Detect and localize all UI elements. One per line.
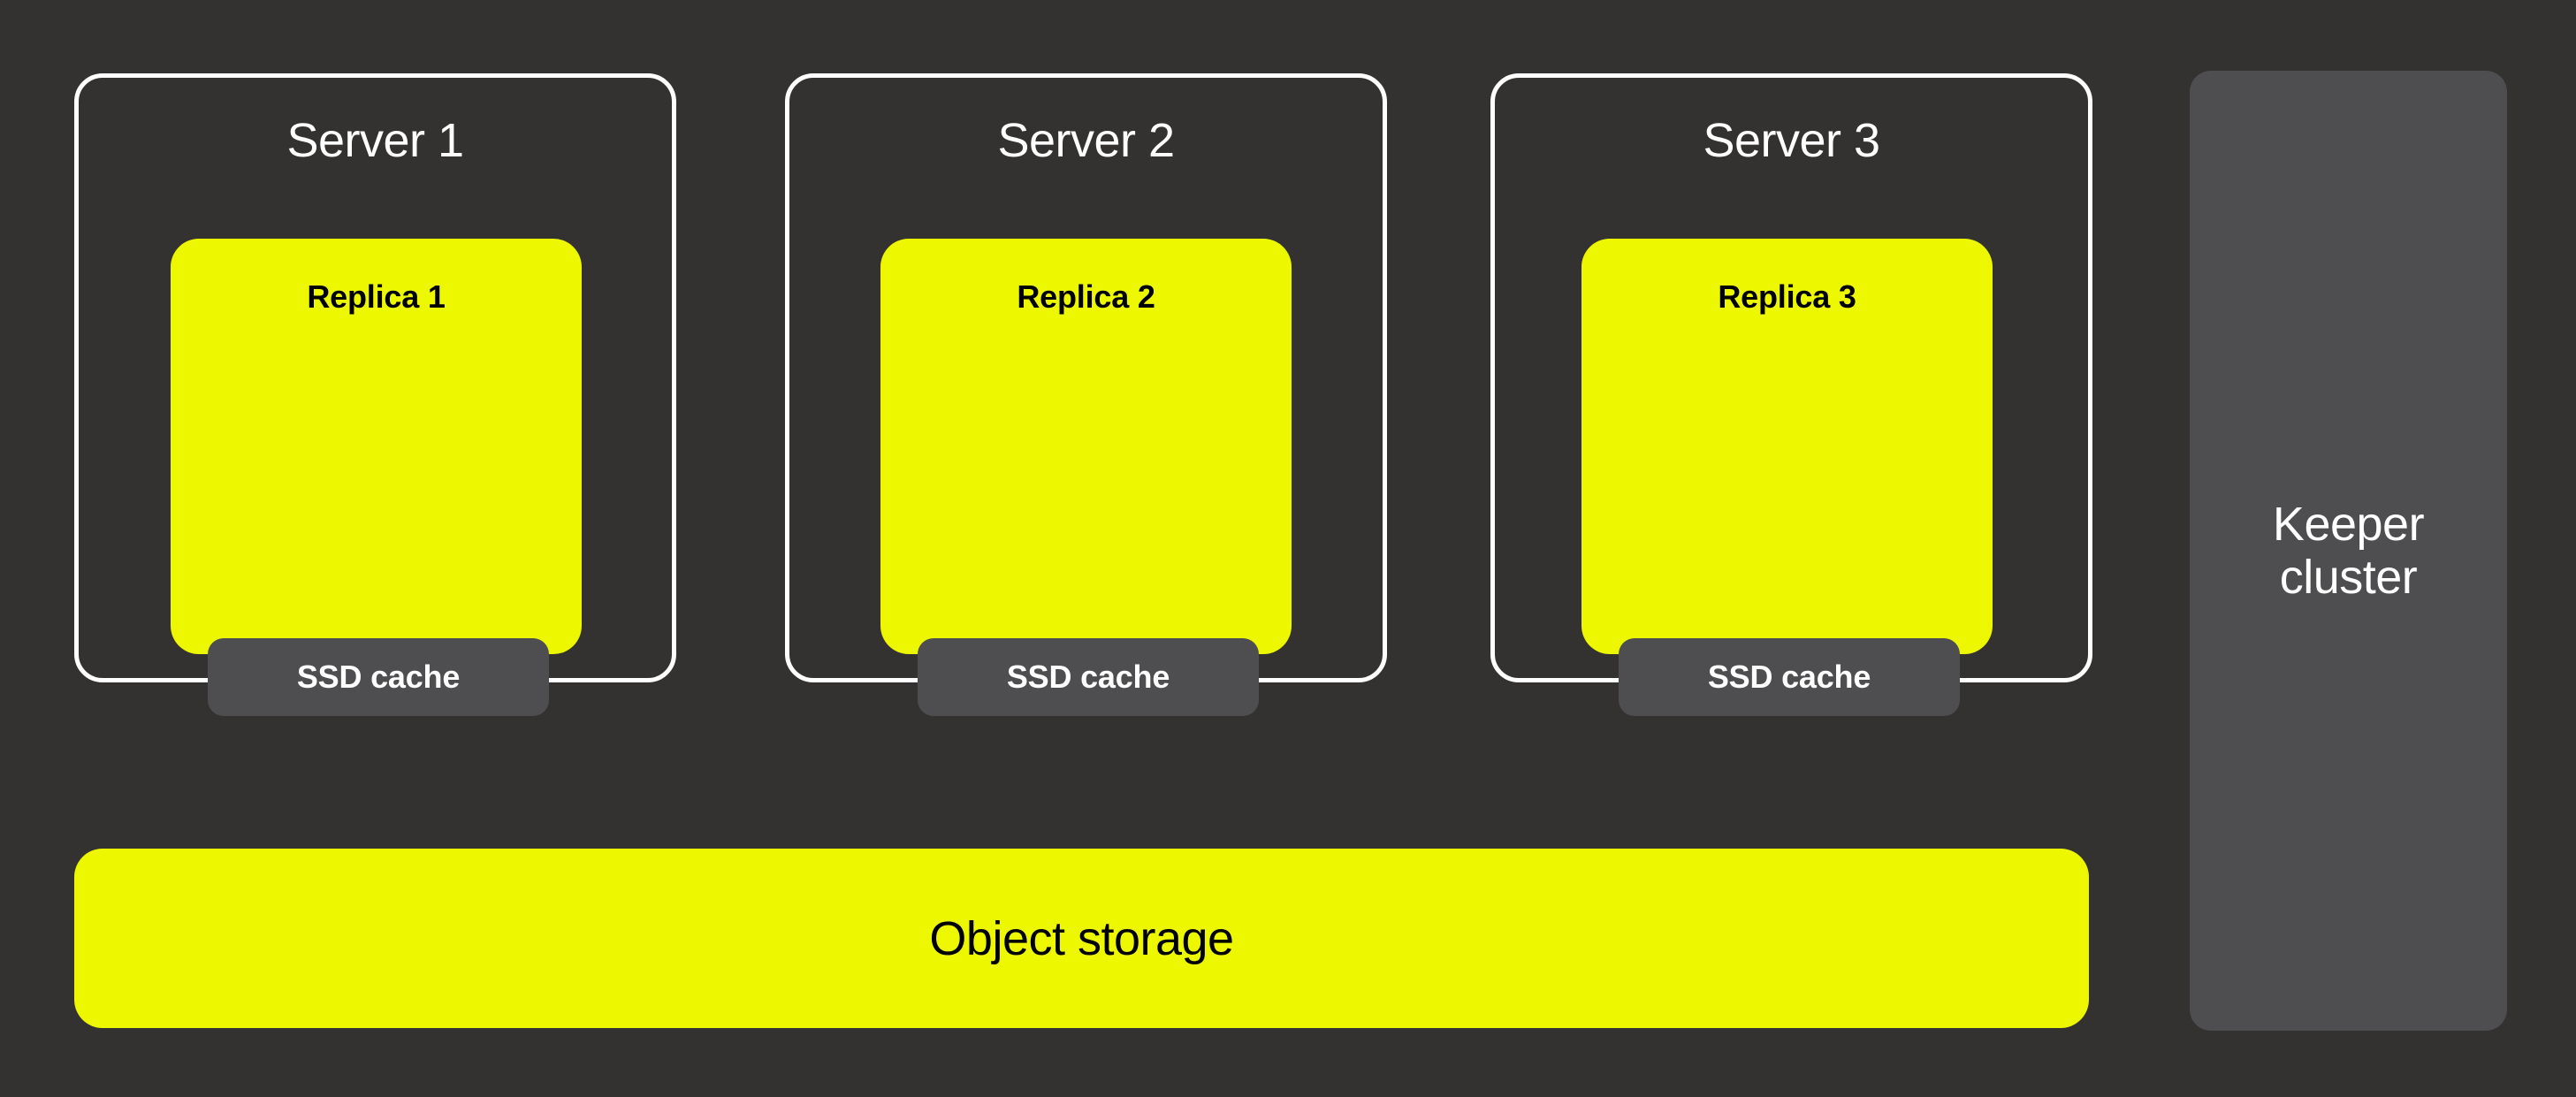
- object-storage-label: Object storage: [929, 911, 1234, 965]
- ssd-cache-3: SSD cache: [1619, 638, 1960, 716]
- replica-label-3: Replica 3: [1718, 278, 1856, 315]
- replica-box-1: Replica 1: [171, 239, 582, 654]
- ssd-cache-label-3: SSD cache: [1707, 659, 1871, 695]
- ssd-cache-label-1: SSD cache: [296, 659, 461, 695]
- ssd-cache-2: SSD cache: [918, 638, 1259, 716]
- server-title-1: Server 1: [286, 114, 464, 167]
- keeper-cluster-label: Keeper cluster: [2272, 497, 2425, 604]
- replica-box-3: Replica 3: [1581, 239, 1993, 654]
- ssd-cache-label-2: SSD cache: [1006, 659, 1170, 695]
- keeper-cluster-panel: Keeper cluster: [2190, 71, 2507, 1031]
- replica-box-2: Replica 2: [880, 239, 1292, 654]
- replica-label-2: Replica 2: [1017, 278, 1155, 315]
- replica-label-1: Replica 1: [307, 278, 446, 315]
- object-storage-bar: Object storage: [74, 849, 2089, 1028]
- ssd-cache-1: SSD cache: [208, 638, 549, 716]
- server-title-3: Server 3: [1703, 114, 1880, 167]
- server-title-2: Server 2: [997, 114, 1175, 167]
